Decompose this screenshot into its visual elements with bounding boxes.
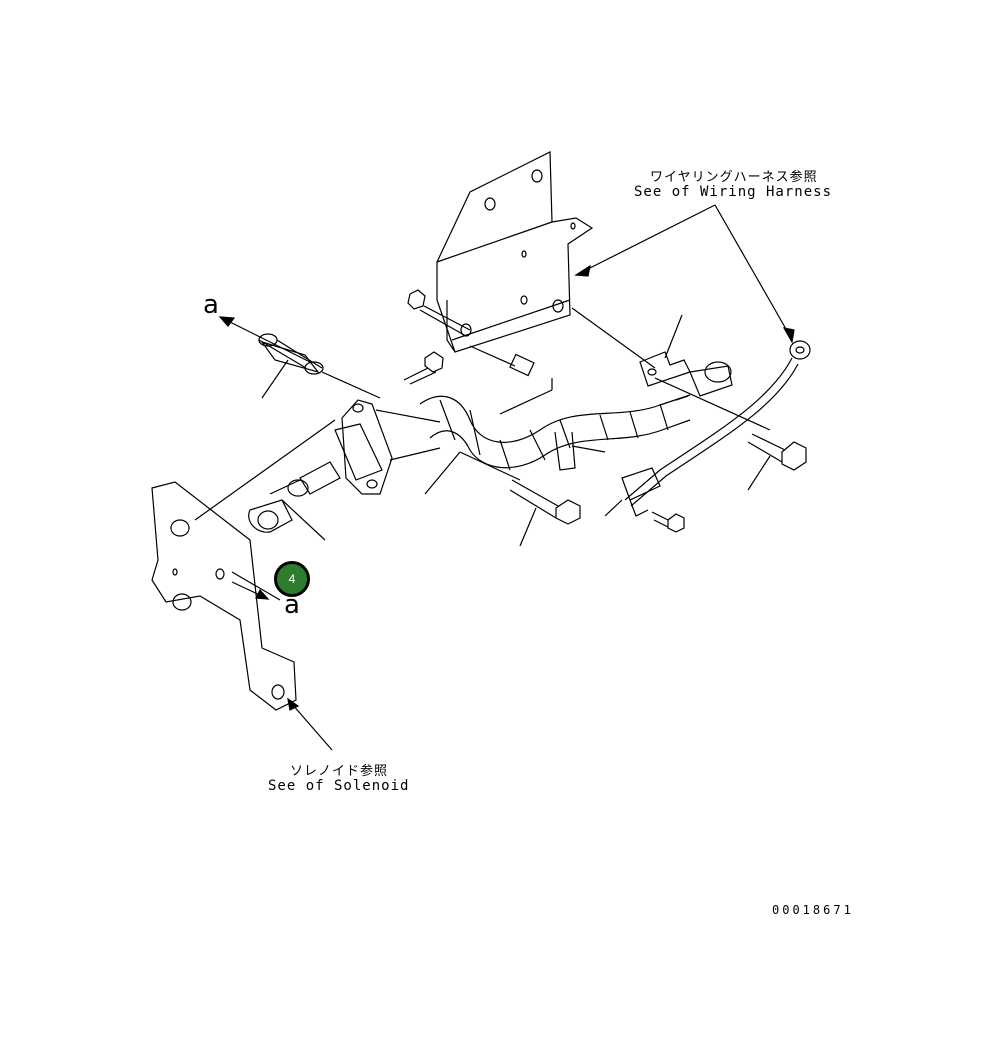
- ground-bolt: [747, 433, 807, 491]
- ground-wire: [624, 340, 811, 507]
- wiring-harness-label-jp: ワイヤリングハーネス参照: [650, 170, 818, 185]
- part-callout-4[interactable]: 4: [274, 561, 310, 597]
- reference-marker-a-bottom: a: [284, 590, 300, 620]
- leader-lines: [194, 307, 656, 601]
- wire-clamp: [604, 467, 661, 517]
- drawing-number: 00018671: [772, 903, 854, 917]
- reference-marker-a-top: a: [203, 290, 219, 320]
- bracket-spacer: [469, 345, 535, 377]
- upper-bracket: [436, 151, 594, 353]
- lower-mounting-plate: [151, 481, 297, 711]
- solenoid-body: [248, 399, 441, 533]
- solenoid-label-en: See of Solenoid: [268, 778, 410, 794]
- wiring-harness: [419, 361, 733, 471]
- collar-sleeve: [258, 333, 381, 399]
- long-bolt: [509, 479, 581, 547]
- solenoid-bolt: [403, 351, 444, 385]
- clamp-bolt: [651, 511, 685, 533]
- wiring-harness-label-en: See of Wiring Harness: [634, 184, 833, 200]
- harness-bracket-clip: [639, 314, 771, 431]
- leader-arrows: [218, 204, 795, 751]
- harness-clip: [554, 431, 606, 471]
- bracket-bolt-upper: [407, 289, 471, 337]
- solenoid-label-jp: ソレノイド参照: [290, 764, 389, 779]
